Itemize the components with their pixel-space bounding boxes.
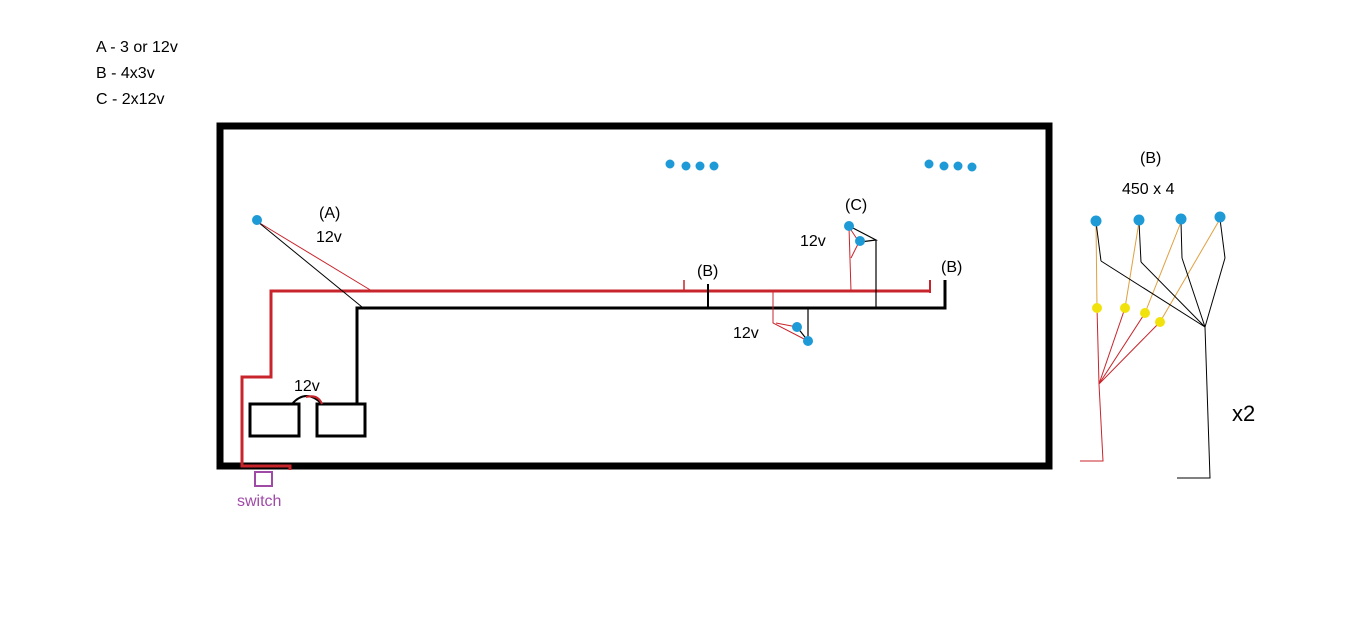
led-top-right-1 bbox=[924, 159, 934, 169]
led-a-negative-wire bbox=[257, 221, 363, 308]
detail-red-3 bbox=[1098, 312, 1146, 385]
legend-line-a: A - 3 or 12v bbox=[96, 39, 178, 56]
detail-red-common bbox=[1080, 383, 1104, 462]
positive-main-wire bbox=[240, 289, 930, 470]
detail-black-3 bbox=[1181, 257, 1206, 328]
led-top-left-3 bbox=[695, 161, 705, 171]
detail-black-1 bbox=[1100, 260, 1206, 328]
mid-positive-wire bbox=[772, 291, 809, 342]
led-top-right-3 bbox=[953, 161, 963, 171]
led-top-left-4 bbox=[709, 161, 719, 171]
detail-resistor-2 bbox=[1120, 303, 1130, 313]
detail-lead-1 bbox=[1095, 221, 1098, 309]
led-a-dot bbox=[252, 215, 262, 225]
battery-voltage-label: 12v bbox=[294, 378, 320, 395]
led-top-right-4 bbox=[967, 162, 977, 172]
detail-red-4 bbox=[1098, 321, 1161, 385]
detail-lead-3 bbox=[1144, 221, 1182, 314]
detail-red-2 bbox=[1098, 307, 1126, 385]
led-c-dot-1 bbox=[844, 221, 854, 231]
led-top-left-1 bbox=[665, 159, 675, 169]
c-voltage-label: 12v bbox=[800, 233, 826, 250]
detail-spec-label: 450 x 4 bbox=[1122, 181, 1175, 198]
detail-black-2 bbox=[1140, 261, 1206, 328]
detail-led-2 bbox=[1133, 214, 1145, 226]
legend-line-b: B - 4x3v bbox=[96, 65, 155, 82]
led-c-dot-2 bbox=[855, 236, 865, 246]
negative-main-wire bbox=[355, 280, 947, 405]
battery-link-red bbox=[305, 395, 323, 405]
mid-voltage-label: 12v bbox=[733, 325, 759, 342]
switch-label: switch bbox=[237, 493, 281, 510]
detail-resistor-3 bbox=[1140, 308, 1150, 318]
detail-resistor-1 bbox=[1092, 303, 1102, 313]
led-a-positive-wire bbox=[257, 221, 373, 292]
detail-black-lead-3 bbox=[1180, 221, 1183, 259]
detail-black-common bbox=[1177, 326, 1211, 479]
led-top-left-2 bbox=[681, 161, 691, 171]
detail-lead-2 bbox=[1124, 221, 1140, 309]
enclosure-box bbox=[216, 122, 1053, 470]
detail-black-lead-4 bbox=[1219, 218, 1226, 259]
detail-black-4 bbox=[1204, 257, 1226, 328]
c-tag-label: (C) bbox=[845, 197, 867, 214]
switch-icon bbox=[254, 471, 273, 487]
detail-black-lead-2 bbox=[1138, 221, 1142, 263]
battery-left bbox=[248, 402, 301, 438]
led-mid-dot-2 bbox=[803, 336, 813, 346]
led-mid-dot-1 bbox=[792, 322, 802, 332]
battery-right bbox=[315, 402, 367, 438]
detail-red-1 bbox=[1096, 307, 1100, 385]
a-voltage-label: 12v bbox=[316, 229, 342, 246]
b-tag-label-2: (B) bbox=[941, 259, 962, 276]
detail-led-4 bbox=[1214, 211, 1226, 223]
detail-black-lead-1 bbox=[1095, 221, 1102, 262]
b-tag-label-1: (B) bbox=[697, 263, 718, 280]
c-positive-wire bbox=[848, 226, 852, 292]
legend-line-c: C - 2x12v bbox=[96, 91, 164, 108]
detail-tag-label: (B) bbox=[1140, 150, 1161, 167]
detail-led-1 bbox=[1090, 215, 1102, 227]
detail-count-label: x2 bbox=[1232, 401, 1255, 426]
detail-led-3 bbox=[1175, 213, 1187, 225]
detail-resistor-4 bbox=[1155, 317, 1165, 327]
a-tag-label: (A) bbox=[319, 205, 340, 222]
led-top-right-2 bbox=[939, 161, 949, 171]
